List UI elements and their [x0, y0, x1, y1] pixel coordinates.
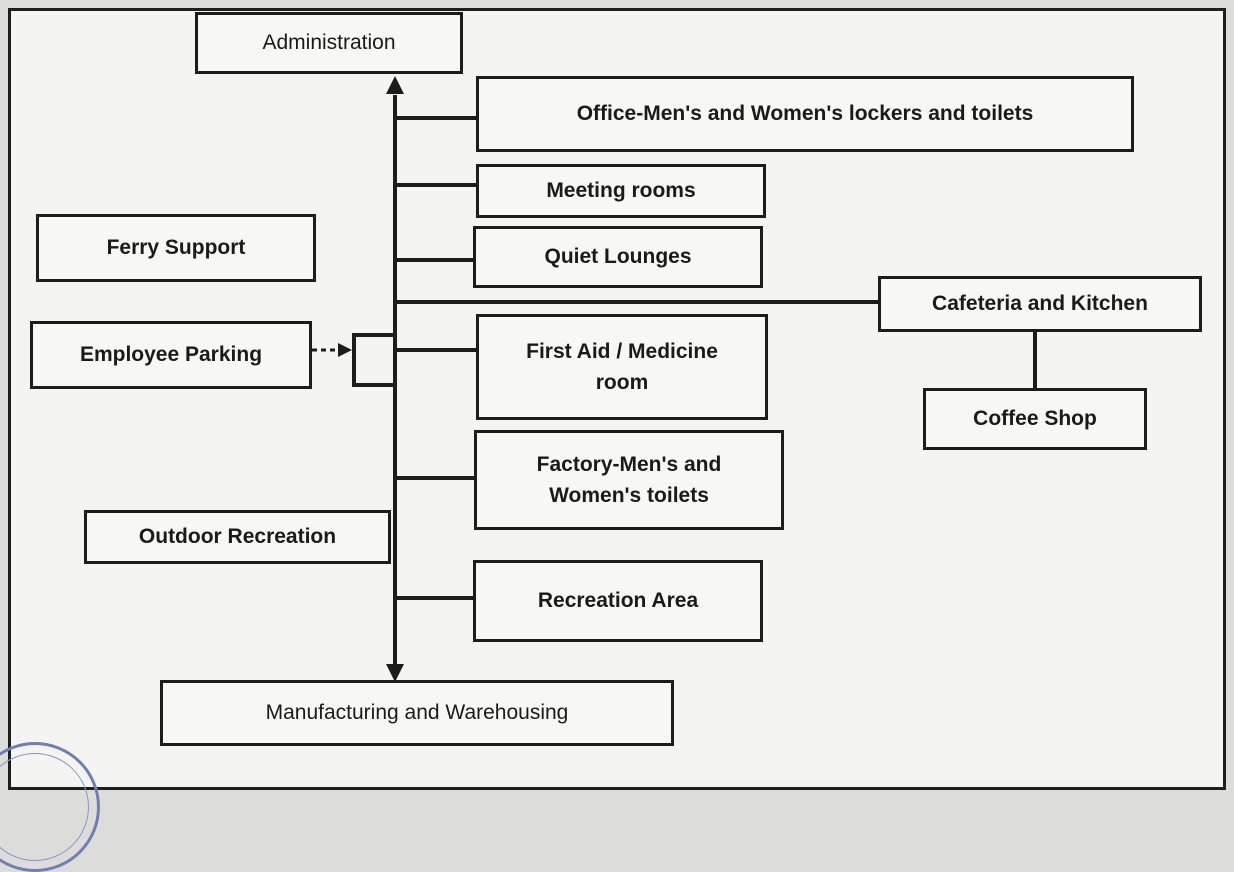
factory-toilets-label-line2: Women's toilets	[549, 484, 709, 507]
spine-arrow-top	[386, 76, 404, 94]
administration-box: Administration	[195, 12, 463, 74]
meeting-rooms-box: Meeting rooms	[476, 164, 766, 218]
manufacturing-label: Manufacturing and Warehousing	[265, 701, 569, 725]
outdoor-recreation-label: Outdoor Recreation	[138, 525, 337, 549]
cafeteria-label: Cafeteria and Kitchen	[932, 292, 1148, 316]
office-lockers-box: Office-Men's and Women's lockers and toi…	[476, 76, 1134, 152]
coffee-shop-label: Coffee Shop	[973, 407, 1097, 431]
spine-arrow-bottom	[386, 664, 404, 682]
quiet-lounges-box: Quiet Lounges	[473, 226, 763, 288]
coffee-shop-box: Coffee Shop	[923, 388, 1147, 450]
first-aid-box: First Aid / Medicine room	[476, 314, 768, 420]
meeting-rooms-label: Meeting rooms	[546, 179, 696, 203]
recreation-area-label: Recreation Area	[537, 589, 699, 613]
outdoor-recreation-box: Outdoor Recreation	[84, 510, 391, 564]
ferry-support-box: Ferry Support	[36, 214, 316, 282]
administration-label: Administration	[262, 31, 396, 55]
manufacturing-box: Manufacturing and Warehousing	[160, 680, 674, 746]
employee-parking-label: Employee Parking	[79, 343, 263, 367]
office-lockers-label: Office-Men's and Women's lockers and toi…	[576, 102, 1034, 126]
recreation-area-box: Recreation Area	[473, 560, 763, 642]
first-aid-label-line1: First Aid / Medicine	[526, 339, 718, 363]
quiet-lounges-label: Quiet Lounges	[544, 245, 692, 269]
parking-arrow-head	[338, 343, 352, 357]
employee-parking-box: Employee Parking	[30, 321, 312, 389]
cafeteria-box: Cafeteria and Kitchen	[878, 276, 1202, 332]
parking-bracket	[352, 333, 395, 387]
ferry-support-label: Ferry Support	[106, 236, 246, 260]
factory-toilets-label-line1: Factory-Men's and	[536, 452, 722, 476]
connector-lines	[312, 76, 1037, 682]
factory-toilets-box: Factory-Men's and Women's toilets	[474, 430, 784, 530]
first-aid-label-line2: room	[595, 371, 649, 394]
